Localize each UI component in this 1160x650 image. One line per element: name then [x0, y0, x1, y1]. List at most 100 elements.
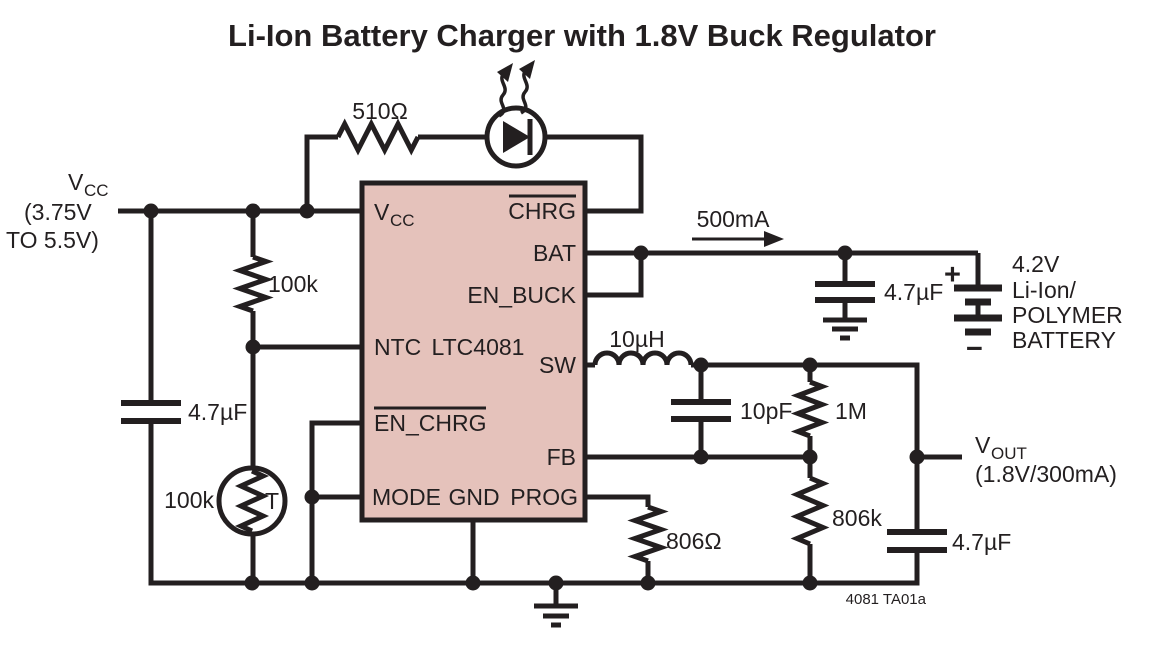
led-circle — [484, 105, 548, 169]
thermistor-value: 100k — [164, 487, 214, 513]
ic-body — [359, 180, 588, 523]
resistor-1m-value: 1M — [835, 398, 867, 424]
wire-input-cap-and-ground-rail — [148, 211, 920, 586]
ground-symbol-main — [534, 603, 578, 628]
junction-dot — [802, 357, 818, 373]
output-v-sub: OUT — [991, 444, 1027, 463]
junction-dot — [909, 449, 925, 465]
battery-type-line3: BATTERY — [1012, 327, 1116, 353]
pin-label-bat: BAT — [533, 240, 576, 266]
pin-label-ntc: NTC — [374, 334, 421, 360]
battery-minus-sign: − — [966, 333, 983, 365]
charge-current-annotation: 500mA — [692, 206, 784, 247]
junction-dot — [633, 245, 649, 261]
cap-ff-value: 10pF — [740, 398, 792, 424]
charge-current-value: 500mA — [697, 206, 771, 232]
resistor-1m-zigzag — [790, 379, 830, 439]
pin-label-gnd: GND — [448, 484, 499, 510]
inductor-value: 10µH — [609, 326, 664, 352]
junction-dot — [245, 339, 261, 355]
inductor-10uh: 10µH — [592, 326, 694, 366]
resistor-100k-value: 100k — [268, 271, 318, 297]
junction-dot — [837, 245, 853, 261]
thermistor-zigzag — [234, 468, 270, 534]
resistor-510-zigzag — [335, 118, 421, 156]
junction-dot — [802, 449, 818, 465]
pin-label-chrg: CHRG — [508, 198, 576, 224]
resistor-806k-value: 806k — [832, 505, 882, 531]
resistor-100k-pullup: 100k — [232, 254, 318, 314]
ic-ltc4081: V CC CHRG BAT EN_BUCK NTC LTC4081 SW EN_… — [359, 180, 588, 523]
resistor-806ohm: 806Ω — [627, 504, 722, 564]
charge-led — [484, 60, 548, 169]
junction-dot — [640, 575, 656, 591]
led-light-arrow-1 — [497, 71, 507, 118]
ic-part-number: LTC4081 — [432, 334, 525, 360]
capacitor-input: 4.7µF — [121, 399, 247, 425]
junction-dot — [244, 575, 260, 591]
cap-bat-value: 4.7µF — [884, 279, 943, 305]
resistor-806ohm-zigzag — [627, 504, 669, 564]
resistor-806k-zigzag — [790, 475, 830, 547]
battery-symbol: + − 4.2V Li-Ion/ POLYMER BATTERY — [944, 251, 1123, 365]
pin-label-vcc: V — [374, 199, 390, 225]
pin-label-prog: PROG — [510, 484, 578, 510]
input-range-line2: TO 5.5V) — [6, 227, 99, 253]
battery-plus-sign: + — [944, 259, 961, 291]
thermistor-t-symbol: T — [265, 488, 279, 514]
capacitor-feedforward: 10pF — [671, 398, 792, 424]
current-arrowhead — [764, 231, 784, 247]
battery-type-line1: Li-Ion/ — [1012, 277, 1077, 303]
output-rating: (1.8V/300mA) — [975, 461, 1117, 487]
junction-dot — [693, 357, 709, 373]
schematic-title: Li-Ion Battery Charger with 1.8V Buck Re… — [228, 18, 936, 53]
capacitor-bat: 4.7µF — [815, 279, 943, 341]
junction-dot — [548, 575, 564, 591]
led-light-arrowhead-1 — [497, 63, 513, 82]
input-v-label: V — [68, 169, 84, 195]
resistor-100k-zigzag — [232, 254, 274, 314]
junction-dot — [693, 449, 709, 465]
resistor-510-value: 510Ω — [352, 98, 408, 124]
output-v-label: V — [975, 432, 991, 458]
junction-dots — [143, 203, 925, 591]
junction-dot — [304, 489, 320, 505]
ground-symbol-bat — [823, 317, 867, 341]
pin-label-vcc-sub: CC — [390, 211, 415, 230]
battery-voltage: 4.2V — [1012, 251, 1060, 277]
resistor-806k: 806k — [790, 475, 882, 547]
pin-label-en-buck: EN_BUCK — [467, 282, 576, 308]
pin-label-en-chrg: EN_CHRG — [374, 410, 486, 436]
inductor-humps — [592, 350, 694, 366]
resistor-806ohm-value: 806Ω — [666, 528, 722, 554]
pin-label-fb: FB — [547, 444, 576, 470]
junction-dot — [299, 203, 315, 219]
junction-dot — [304, 575, 320, 591]
vcc-input-label: V CC (3.75V TO 5.5V) — [6, 169, 109, 253]
led-light-arrow-2 — [519, 68, 529, 115]
thermistor-circle — [216, 465, 288, 537]
vout-label: V OUT (1.8V/300mA) — [975, 432, 1117, 487]
input-range-line1: (3.75V — [24, 199, 92, 225]
input-v-sub: CC — [84, 181, 109, 200]
junction-dot — [465, 575, 481, 591]
wire-en-buck — [585, 253, 644, 298]
figure-footnote: 4081 TA01a — [846, 591, 927, 608]
led-anode-triangle — [503, 121, 530, 153]
wire-en-chrg-mode-branch — [309, 420, 362, 583]
junction-dot — [143, 203, 159, 219]
junction-dot — [802, 575, 818, 591]
wire-led-branch — [304, 134, 644, 214]
pin-label-mode: MODE — [372, 484, 441, 510]
cap-input-value: 4.7µF — [188, 399, 247, 425]
resistor-1m: 1M — [790, 379, 867, 439]
junction-dot — [245, 203, 261, 219]
pin-label-sw: SW — [539, 352, 576, 378]
capacitor-output: 4.7µF — [887, 529, 1011, 555]
cap-out-value: 4.7µF — [952, 529, 1011, 555]
battery-type-line2: POLYMER — [1012, 302, 1123, 328]
resistor-510: 510Ω — [335, 98, 421, 156]
thermistor: T 100k — [164, 465, 288, 537]
